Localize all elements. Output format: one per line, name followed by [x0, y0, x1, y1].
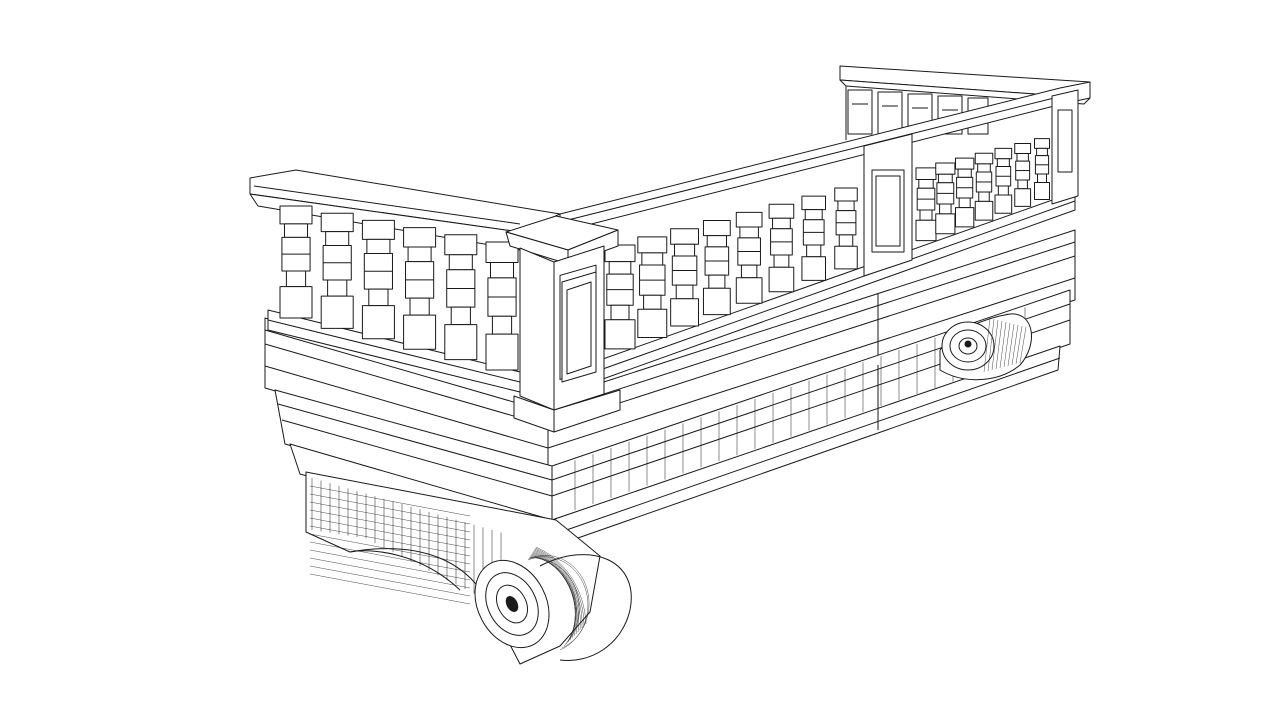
balcony-platform-base — [264, 229, 1076, 547]
front-left-balusters — [279, 205, 519, 371]
right-side-railing — [559, 81, 1091, 381]
baluster — [320, 212, 354, 329]
baluster — [801, 195, 827, 281]
baluster — [1034, 138, 1050, 201]
baluster — [403, 227, 437, 350]
baluster — [604, 244, 636, 350]
baluster — [915, 167, 937, 242]
baluster — [444, 234, 478, 361]
corbel-left-hatch — [309, 478, 590, 651]
right-side-balusters — [604, 138, 1050, 350]
baluster — [279, 205, 313, 319]
baluster — [834, 187, 858, 270]
baluster — [735, 211, 763, 304]
baluster — [1014, 142, 1032, 207]
left-scroll-corbel — [305, 471, 632, 665]
baluster — [768, 203, 795, 293]
baluster — [974, 152, 994, 221]
corbel-right-hatch — [983, 317, 1027, 373]
front-left-railing — [249, 169, 561, 393]
baluster — [702, 220, 731, 316]
baluster — [361, 219, 395, 340]
baluster — [955, 157, 975, 228]
baluster — [670, 228, 700, 327]
right-scroll-corbel — [939, 313, 1032, 381]
corner-pier — [505, 215, 621, 433]
baluster — [637, 236, 668, 338]
baluster — [485, 241, 519, 371]
baluster — [935, 162, 956, 235]
baluster — [994, 147, 1013, 214]
back-return-railing — [839, 65, 1091, 140]
